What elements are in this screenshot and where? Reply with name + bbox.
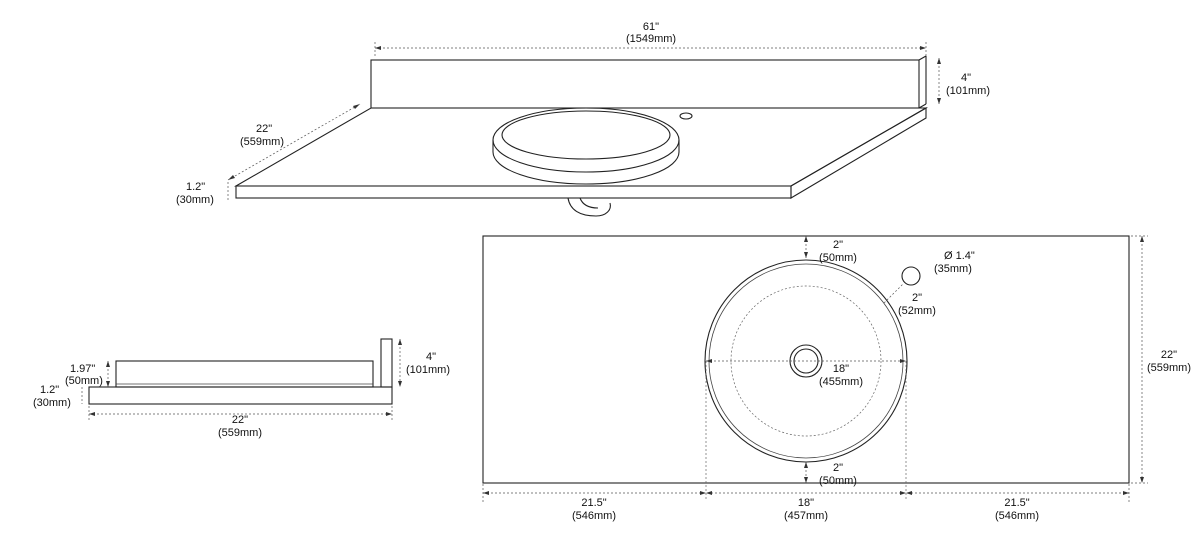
- top-backsplash-mm: (101mm): [946, 85, 990, 97]
- side-depth-in: 22": [232, 414, 248, 426]
- plan-center-in: 18": [798, 497, 814, 509]
- side-basin: [115, 360, 374, 388]
- plan-right-in: 21.5": [1004, 497, 1029, 509]
- top-thick-in: 1.2": [186, 181, 205, 193]
- basin-rim: [492, 107, 680, 173]
- side-backsplash: [380, 338, 393, 388]
- perspective-view: 61" (1549mm) 4" (101mm) 22" (559mm) 1.2"…: [176, 21, 990, 217]
- side-depth-mm: (559mm): [218, 427, 262, 439]
- plan-hole-dia-in: Ø 1.4": [944, 250, 975, 262]
- drain-pipe: [567, 197, 611, 217]
- plan-left-mm: (546mm): [572, 510, 616, 522]
- top-depth-in: 22": [256, 123, 272, 135]
- side-basin-mm: (50mm): [65, 375, 103, 387]
- plan-hole-gap-in: 2": [912, 292, 922, 304]
- side-thick-in: 1.2": [40, 384, 59, 396]
- top-width-in: 61": [643, 21, 659, 33]
- plan-depth-mm: (559mm): [1147, 362, 1191, 374]
- top-backsplash-in: 4": [961, 72, 971, 84]
- plan-outline: [482, 235, 1130, 484]
- side-slab: [88, 386, 393, 405]
- backsplash: [370, 59, 920, 109]
- plan-faucet-hole: [901, 266, 921, 286]
- plan-basin-bowl: [730, 285, 882, 437]
- plan-view: 18" (455mm) 2" (50mm) 2" (50mm) Ø 1.4" (…: [482, 235, 1191, 522]
- top-thick-mm: (30mm): [176, 194, 214, 206]
- side-thick-mm: (30mm): [33, 397, 71, 409]
- countertop-surface: [233, 107, 929, 187]
- side-view: 1.97" (50mm) 1.2" (30mm) 4" (101mm) 22" …: [33, 338, 450, 439]
- side-basin-in: 1.97": [70, 363, 95, 375]
- side-backsplash-in: 4": [426, 351, 436, 363]
- top-depth-mm: (559mm): [240, 136, 284, 148]
- plan-bottom-gap-mm: (50mm): [819, 475, 857, 487]
- plan-top-gap-mm: (50mm): [819, 252, 857, 264]
- faucet-hole: [679, 112, 693, 120]
- side-backsplash-mm: (101mm): [406, 364, 450, 376]
- top-width-mm: (1549mm): [626, 33, 676, 45]
- plan-center-mm: (457mm): [784, 510, 828, 522]
- plan-hole-gap-mm: (52mm): [898, 305, 936, 317]
- plan-depth-in: 22": [1161, 349, 1177, 361]
- plan-left-in: 21.5": [581, 497, 606, 509]
- plan-bottom-gap-in: 2": [833, 462, 843, 474]
- countertop-front-edge: [235, 185, 792, 199]
- plan-top-gap-in: 2": [833, 239, 843, 251]
- plan-hole-dia-mm: (35mm): [934, 263, 972, 275]
- plan-right-mm: (546mm): [995, 510, 1039, 522]
- plan-basin-mm: (455mm): [819, 376, 863, 388]
- plan-basin-in: 18": [833, 363, 849, 375]
